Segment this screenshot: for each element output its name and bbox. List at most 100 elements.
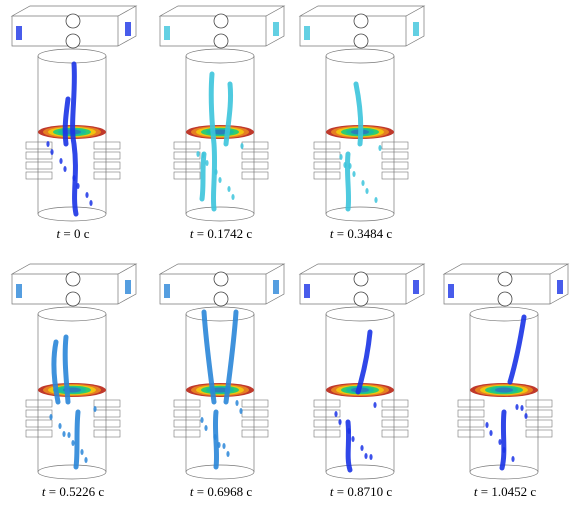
time-caption: t = 0.6968 c xyxy=(189,484,253,499)
cylinder-top-rim xyxy=(37,306,107,322)
upper-sphere xyxy=(497,271,513,287)
lower-sphere xyxy=(353,291,369,307)
lower-sphere xyxy=(65,291,81,307)
side-rack-right xyxy=(525,399,553,408)
side-rack-left xyxy=(25,161,53,170)
side-rack-left xyxy=(25,171,53,180)
upper-sphere xyxy=(353,13,369,29)
side-rack-left xyxy=(313,151,341,160)
side-rack-right xyxy=(381,151,409,160)
lower-sphere xyxy=(213,33,229,49)
side-rack-left xyxy=(313,161,341,170)
disc-contour xyxy=(186,383,254,397)
side-rack-left xyxy=(25,399,53,408)
left-inlet-mark xyxy=(164,284,170,298)
left-inlet-mark xyxy=(304,26,310,40)
time-caption: t = 0.3484 c xyxy=(329,226,393,241)
panel-5: t = 0.6968 c xyxy=(152,262,290,502)
time-caption: t = 0.5226 c xyxy=(41,484,105,499)
panel-6: t = 0.8710 c xyxy=(292,262,430,502)
side-rack-left xyxy=(25,419,53,428)
side-rack-right xyxy=(93,419,121,428)
side-rack-left xyxy=(313,399,341,408)
vortex-structures xyxy=(196,71,244,212)
upper-sphere xyxy=(353,271,369,287)
panel-2: t = 0.1742 c xyxy=(152,4,290,244)
side-rack-right xyxy=(381,161,409,170)
top-box-frame xyxy=(299,6,425,47)
side-rack-right xyxy=(241,399,269,408)
lower-sphere xyxy=(65,33,81,49)
time-caption: t = 0.1742 c xyxy=(189,226,253,241)
vortex-visualization xyxy=(298,5,426,222)
side-rack-left xyxy=(25,151,53,160)
panel-7: t = 1.0452 c xyxy=(436,262,574,502)
cylinder-top-rim xyxy=(325,306,395,322)
right-inlet-mark xyxy=(273,280,279,294)
left-inlet-mark xyxy=(304,284,310,298)
right-inlet-mark xyxy=(413,280,419,294)
side-rack-left xyxy=(457,419,485,428)
side-rack-left xyxy=(173,171,201,180)
right-inlet-mark xyxy=(125,22,131,36)
cylinder-top-rim xyxy=(469,306,539,322)
side-rack-right xyxy=(381,399,409,408)
upper-sphere xyxy=(213,13,229,29)
cylinder-bottom-rim xyxy=(37,464,107,480)
time-caption: t = 0.8710 c xyxy=(329,484,393,499)
side-rack-left xyxy=(173,151,201,160)
side-rack-left xyxy=(457,409,485,418)
side-rack-right xyxy=(525,409,553,418)
side-rack-right xyxy=(241,429,269,438)
side-rack-right xyxy=(381,141,409,150)
side-rack-left xyxy=(457,429,485,438)
side-rack-left xyxy=(313,429,341,438)
side-rack-right xyxy=(525,429,553,438)
top-box-frame xyxy=(159,264,285,305)
side-rack-left xyxy=(173,419,201,428)
side-rack-left xyxy=(173,429,201,438)
side-rack-right xyxy=(525,419,553,428)
side-rack-right xyxy=(381,409,409,418)
vortex-structures xyxy=(49,334,97,470)
side-rack-right xyxy=(241,151,269,160)
vortex-visualization xyxy=(442,263,570,480)
vortex-visualization xyxy=(158,263,286,480)
cylinder-bottom-rim xyxy=(37,206,107,222)
side-rack-left xyxy=(173,399,201,408)
disc-contour xyxy=(470,383,538,397)
vortex-structures xyxy=(334,329,377,473)
side-rack-left xyxy=(173,409,201,418)
side-rack-left xyxy=(173,141,201,150)
left-inlet-mark xyxy=(164,26,170,40)
side-rack-left xyxy=(25,429,53,438)
lower-sphere xyxy=(213,291,229,307)
side-rack-right xyxy=(241,409,269,418)
side-rack-right xyxy=(93,141,121,150)
side-rack-right xyxy=(241,161,269,170)
side-rack-right xyxy=(93,161,121,170)
disc-contour xyxy=(186,125,254,139)
cylinder-top-rim xyxy=(185,306,255,322)
side-rack-right xyxy=(381,429,409,438)
disc-contour xyxy=(38,383,106,397)
side-rack-right xyxy=(93,409,121,418)
top-box-frame xyxy=(11,264,137,305)
top-box-frame xyxy=(299,264,425,305)
top-box-frame xyxy=(443,264,569,305)
upper-sphere xyxy=(65,271,81,287)
side-rack-left xyxy=(313,419,341,428)
cylinder-top-rim xyxy=(325,48,395,64)
vortex-structures xyxy=(46,61,93,217)
vortex-structures xyxy=(339,81,382,212)
right-inlet-mark xyxy=(557,280,563,294)
side-rack-right xyxy=(93,171,121,180)
side-rack-right xyxy=(241,141,269,150)
cylinder-top-rim xyxy=(37,48,107,64)
lower-sphere xyxy=(353,33,369,49)
side-rack-right xyxy=(381,419,409,428)
side-rack-left xyxy=(25,409,53,418)
upper-sphere xyxy=(65,13,81,29)
vortex-structures xyxy=(485,314,528,471)
panel-1: t = 0 c xyxy=(4,4,142,244)
